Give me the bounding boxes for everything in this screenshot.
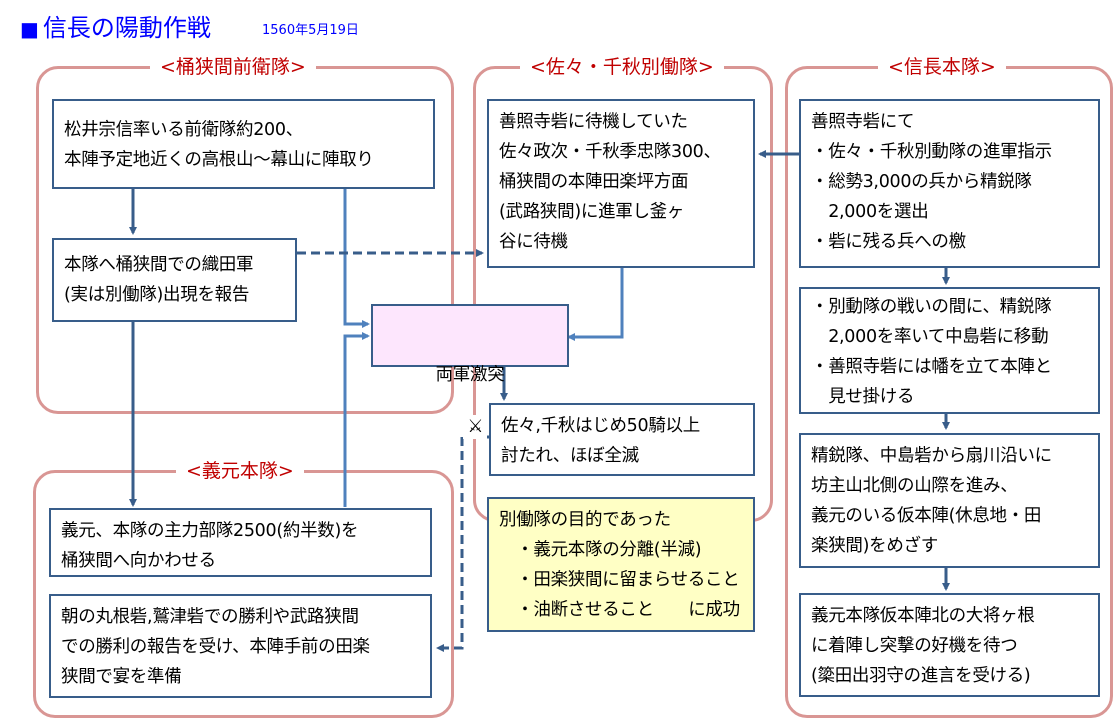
group-label-nobunaga-main: <信長本隊> xyxy=(878,56,1006,78)
box-vanguard-report: 本隊へ桶狭間での織田軍 (実は別働隊)出現を報告 xyxy=(52,238,297,322)
page-title: ■信長の陽動作戦 xyxy=(20,8,211,43)
box-nobunaga-move: ・別動隊の戦いの間に、精鋭隊 2,000を率いて中島砦に移動 ・善照寺砦には幡を… xyxy=(799,287,1100,414)
box-detachment-wiped: 佐々,千秋はじめ50騎以上 討たれ、ほぼ全滅 xyxy=(489,403,755,476)
box-detachment-advance: 善照寺砦に待機していた 佐々政次・千秋季忠隊300、 桶狭間の本陣田楽坪方面 (… xyxy=(487,99,755,268)
box-nobunaga-orders: 善照寺砦にて ・佐々・千秋別動隊の進軍指示 ・総勢3,000の兵から精鋭隊 2,… xyxy=(799,99,1100,268)
group-label-yoshimoto-main: <義元本隊> xyxy=(176,460,304,482)
crossed-swords-icon: ⚔ xyxy=(463,415,488,439)
box-yoshimoto-send: 義元、本隊の主力部隊2500(約半数)を 桶狭間へ向かわせる xyxy=(49,508,432,577)
bullet-square-icon: ■ xyxy=(20,17,39,41)
group-label-okehazama-vanguard: <桶狭間前衛隊> xyxy=(150,56,316,78)
box-vanguard-camp: 松井宗信率いる前衛隊約200、 本陣予定地近くの高根山～幕山に陣取り xyxy=(52,99,435,189)
title-text: 信長の陽動作戦 xyxy=(42,14,211,42)
date-label: 1560年5月19日 xyxy=(262,23,359,38)
box-nobunaga-march: 精鋭隊、中島砦から扇川沿いに 坊主山北側の山際を進み、 義元のいる仮本陣(休息地… xyxy=(799,433,1100,568)
clash-title: 両軍激突 xyxy=(435,365,505,385)
box-detachment-purpose: 別働隊の目的であった ・義元本隊の分離(半減) ・田楽狭間に留まらせること ・油… xyxy=(487,497,755,632)
group-label-sassa-chiaki-detachment: <佐々・千秋別働隊> xyxy=(520,56,724,78)
box-yoshimoto-feast: 朝の丸根砦,鷲津砦での勝利や武路狭間 での勝利の報告を受け、本陣手前の田楽 狭間… xyxy=(49,594,432,698)
box-clash: 両軍激突 ⚔ xyxy=(371,304,569,439)
box-nobunaga-wait: 義元本隊仮本陣北の大将ヶ根 に着陣し突撃の好機を待つ (簗田出羽守の進言を受ける… xyxy=(799,593,1100,697)
